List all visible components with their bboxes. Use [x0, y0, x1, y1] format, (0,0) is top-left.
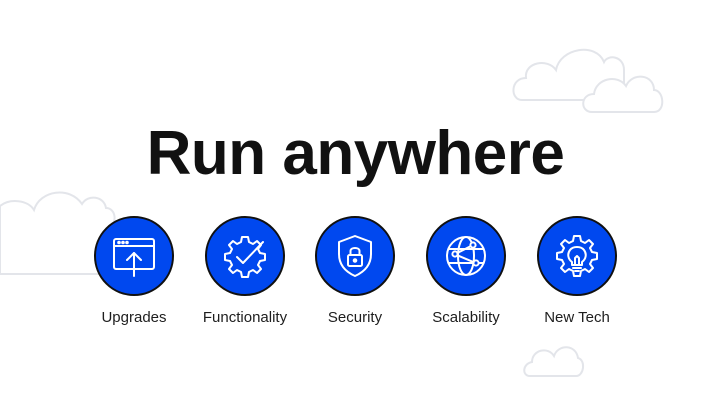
upgrades-icon-badge [94, 216, 174, 296]
feature-label: Functionality [202, 309, 288, 326]
cloud-top-right [508, 28, 668, 120]
cloud-icon [0, 191, 116, 275]
scalability-icon-badge [426, 216, 506, 296]
gear-lightbulb-icon [556, 235, 598, 277]
security-icon-badge [315, 216, 395, 296]
new-tech-icon-badge [537, 216, 617, 296]
globe-network-icon [446, 236, 486, 276]
feature-functionality: Functionality [175, 216, 315, 336]
cloud-icon [523, 346, 584, 377]
feature-label: Scalability [432, 309, 500, 326]
cloud-left [0, 176, 120, 276]
browser-upload-icon [113, 238, 155, 277]
feature-label: New Tech [544, 309, 610, 326]
cloud-bottom-right [522, 336, 586, 380]
feature-scalability: Scalability [396, 216, 536, 336]
gear-check-icon [224, 236, 266, 278]
page-title: Run anywhere [146, 119, 565, 188]
feature-new-tech: New Tech [507, 216, 647, 336]
shield-lock-icon [338, 235, 372, 277]
cloud-icon [512, 48, 664, 113]
feature-upgrades: Upgrades [64, 216, 204, 336]
feature-label: Upgrades [101, 309, 167, 326]
functionality-icon-badge [205, 216, 285, 296]
feature-security: Security [285, 216, 425, 336]
feature-label: Security [327, 309, 383, 326]
